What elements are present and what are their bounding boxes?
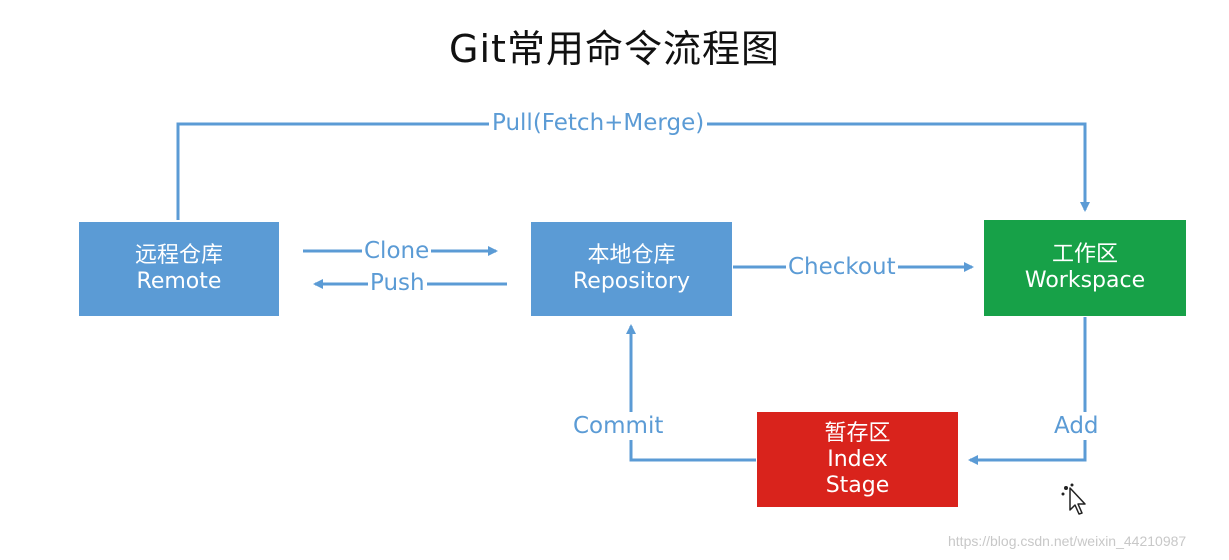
stage-node: 暂存区 Index Stage [757, 412, 958, 507]
stage-node-en-stage: Stage [825, 472, 890, 498]
add-arrow [968, 317, 1087, 465]
mouse-cursor-icon [1061, 483, 1086, 515]
remote-node-cn: 远程仓库 [134, 243, 223, 268]
repository-node-en: Repository [573, 269, 690, 294]
workspace-node: 工作区 Workspace [984, 220, 1186, 316]
stage-node-cn: 暂存区 [824, 420, 891, 446]
workspace-node-cn: 工作区 [1051, 242, 1118, 267]
remote-node: 远程仓库 Remote [79, 222, 279, 316]
stage-node-en-index: Index [827, 446, 888, 472]
pull-arrow [176, 122, 1090, 220]
repository-node: 本地仓库 Repository [531, 222, 732, 316]
clone-label: Clone [362, 237, 432, 265]
workspace-node-en: Workspace [1024, 268, 1146, 293]
add-label: Add [1052, 412, 1101, 440]
commit-arrow [626, 324, 756, 462]
watermark-url: https://blog.csdn.net/weixin_44210987 [948, 533, 1187, 549]
checkout-label: Checkout [786, 253, 898, 281]
commit-label: Commit [571, 412, 666, 440]
repository-node-cn: 本地仓库 [587, 243, 676, 268]
push-label: Push [368, 269, 427, 297]
remote-node-en: Remote [136, 269, 222, 294]
pull-label: Pull(Fetch+Merge) [489, 109, 708, 137]
diagram-title: Git常用命令流程图 [449, 27, 780, 71]
